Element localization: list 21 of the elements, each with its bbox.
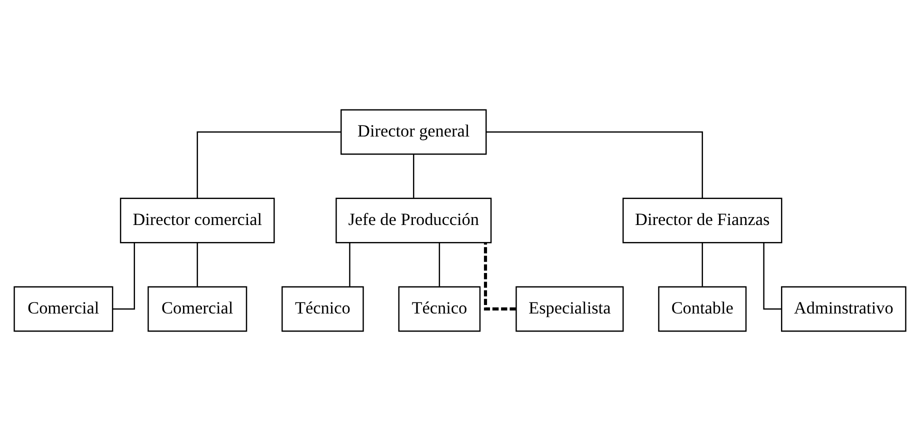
node-box: Técnico [398, 286, 481, 332]
connector [112, 242, 135, 310]
connector [763, 242, 782, 310]
connector [484, 242, 516, 310]
node-box: Comercial [14, 286, 114, 332]
node-box: Técnico [282, 286, 364, 332]
node-box: Adminstrativo [781, 286, 906, 332]
node-box: Comercial [148, 286, 248, 332]
connector [349, 242, 350, 286]
connector [486, 130, 703, 198]
connector [413, 154, 414, 198]
node-box: Director comercial [120, 197, 275, 243]
node-box: Especialista [516, 286, 624, 332]
connector [702, 242, 703, 286]
node-box: Contable [658, 286, 747, 332]
connector [196, 130, 341, 198]
node-box: Director de Fianzas [622, 197, 782, 243]
connector [438, 242, 440, 286]
node-box: Director general [340, 108, 487, 154]
node-box: Jefe de Producción [336, 197, 492, 243]
connector [196, 242, 198, 286]
